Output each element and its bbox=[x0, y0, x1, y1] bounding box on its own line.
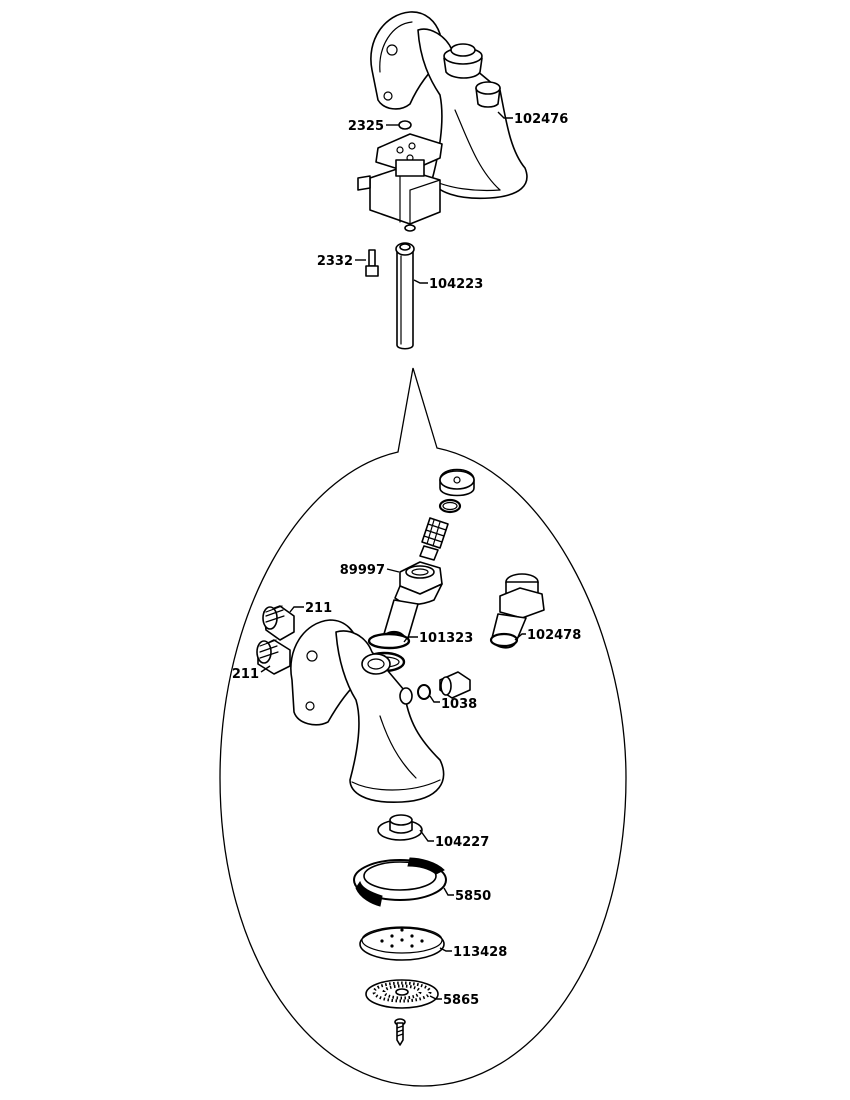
callout-balloon bbox=[219, 367, 627, 1087]
label-101323: 101323 bbox=[419, 631, 473, 646]
valve-connector bbox=[357, 175, 371, 191]
label-211-lower: 211 bbox=[232, 667, 259, 682]
fitting-211-lower bbox=[256, 639, 291, 675]
screen-5865 bbox=[365, 979, 439, 1009]
label-104227: 104227 bbox=[435, 835, 489, 850]
shower-plate-113428 bbox=[359, 926, 445, 961]
label-2325: 2325 bbox=[348, 119, 384, 134]
label-2332: 2332 bbox=[317, 254, 353, 269]
screw-2332 bbox=[365, 249, 379, 277]
group-head-body bbox=[290, 619, 445, 803]
label-5850: 5850 bbox=[455, 889, 491, 904]
fitting-211-upper bbox=[262, 605, 295, 641]
o-ring-2325 bbox=[398, 120, 412, 130]
label-102476: 102476 bbox=[514, 112, 568, 127]
tube-104223 bbox=[395, 242, 415, 350]
bottom-screw bbox=[394, 1018, 406, 1046]
part-104227-disc bbox=[377, 814, 423, 841]
part-102478-valve bbox=[489, 573, 545, 649]
valve-top-plate bbox=[375, 133, 443, 173]
gasket-5850 bbox=[353, 857, 447, 907]
flange-bolt-hole bbox=[386, 44, 398, 56]
label-102478: 102478 bbox=[527, 628, 581, 643]
part-cap bbox=[439, 468, 475, 497]
label-211-upper: 211 bbox=[305, 601, 332, 616]
label-113428: 113428 bbox=[453, 945, 507, 960]
flange-bolt-hole bbox=[383, 91, 393, 101]
label-1038: 1038 bbox=[441, 697, 477, 712]
solenoid-valve bbox=[357, 133, 443, 232]
part-labels: 102476 2325 2332 104223 89997 211 211 10… bbox=[232, 112, 581, 1008]
label-5865: 5865 bbox=[443, 993, 479, 1008]
valve-coil-collar bbox=[395, 159, 425, 177]
label-89997: 89997 bbox=[340, 563, 385, 578]
label-104223: 104223 bbox=[429, 277, 483, 292]
part-spring bbox=[419, 517, 449, 561]
group-head-assembly bbox=[370, 11, 528, 200]
o-ring-101323-a bbox=[367, 632, 411, 650]
leader-lines bbox=[260, 111, 526, 1000]
part-1038-plug bbox=[417, 671, 471, 700]
